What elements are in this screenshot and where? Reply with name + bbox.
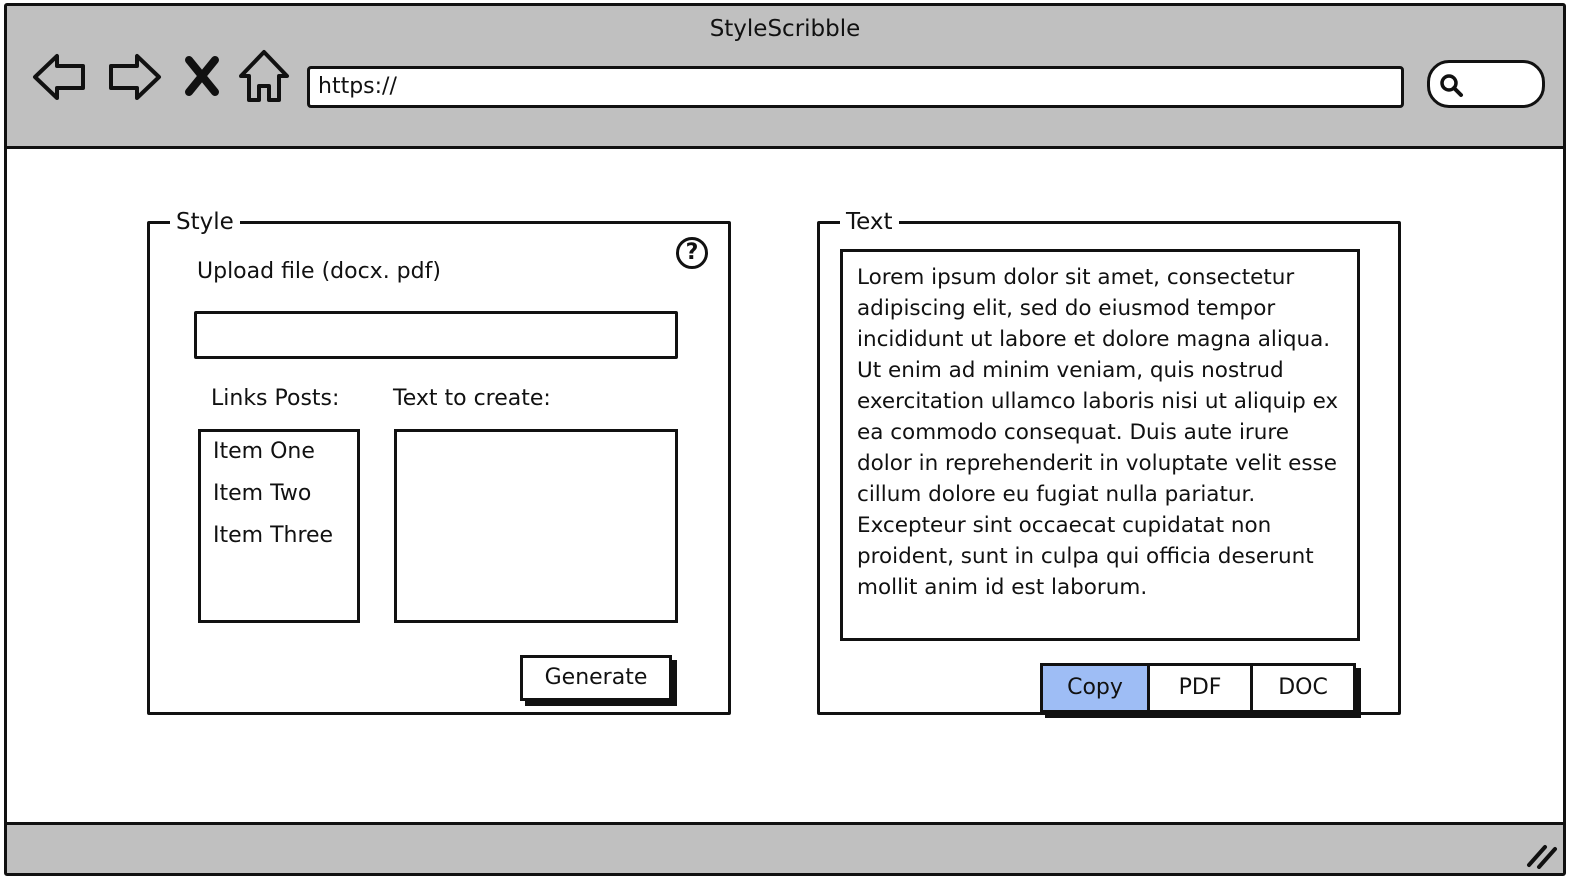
list-item[interactable]: Item One [213,439,315,464]
resize-grip-icon[interactable] [1523,837,1559,869]
url-input[interactable]: https:// [307,66,1404,108]
browser-chrome: StyleScribble https:// [7,6,1563,149]
forward-icon[interactable] [103,46,165,108]
pdf-button[interactable]: PDF [1147,666,1250,710]
copy-button[interactable]: Copy [1043,666,1147,710]
window-title: StyleScribble [709,16,861,42]
help-icon[interactable]: ? [676,237,708,269]
generated-text-area[interactable]: Lorem ipsum dolor sit amet, consectetur … [840,249,1360,641]
list-item[interactable]: Item Two [213,481,312,506]
generate-button[interactable]: Generate [520,655,672,701]
upload-label: Upload file (docx. pdf) [197,259,441,284]
search-icon [1440,74,1463,97]
text-panel: Text Lorem ipsum dolor sit amet, consect… [817,209,1401,715]
text-to-create-input[interactable] [394,429,678,623]
list-item[interactable]: Item Three [213,523,334,548]
search-field[interactable] [1427,60,1545,108]
text-panel-legend: Text [846,209,893,235]
links-posts-label: Links Posts: [211,386,340,411]
export-button-group: Copy PDF DOC [1040,663,1356,713]
doc-button[interactable]: DOC [1250,666,1353,710]
back-icon[interactable] [29,46,91,108]
browser-window: StyleScribble https:// Style ? Upload fi… [4,3,1566,876]
status-bar [7,822,1563,873]
links-posts-list[interactable]: Item One Item Two Item Three [198,429,360,623]
style-panel-legend: Style [176,209,234,235]
stop-icon[interactable] [179,46,225,108]
upload-file-field[interactable] [194,311,678,359]
style-panel: Style ? Upload file (docx. pdf) Links Po… [147,209,731,715]
text-to-create-label: Text to create: [393,386,551,411]
home-icon[interactable] [233,46,295,108]
